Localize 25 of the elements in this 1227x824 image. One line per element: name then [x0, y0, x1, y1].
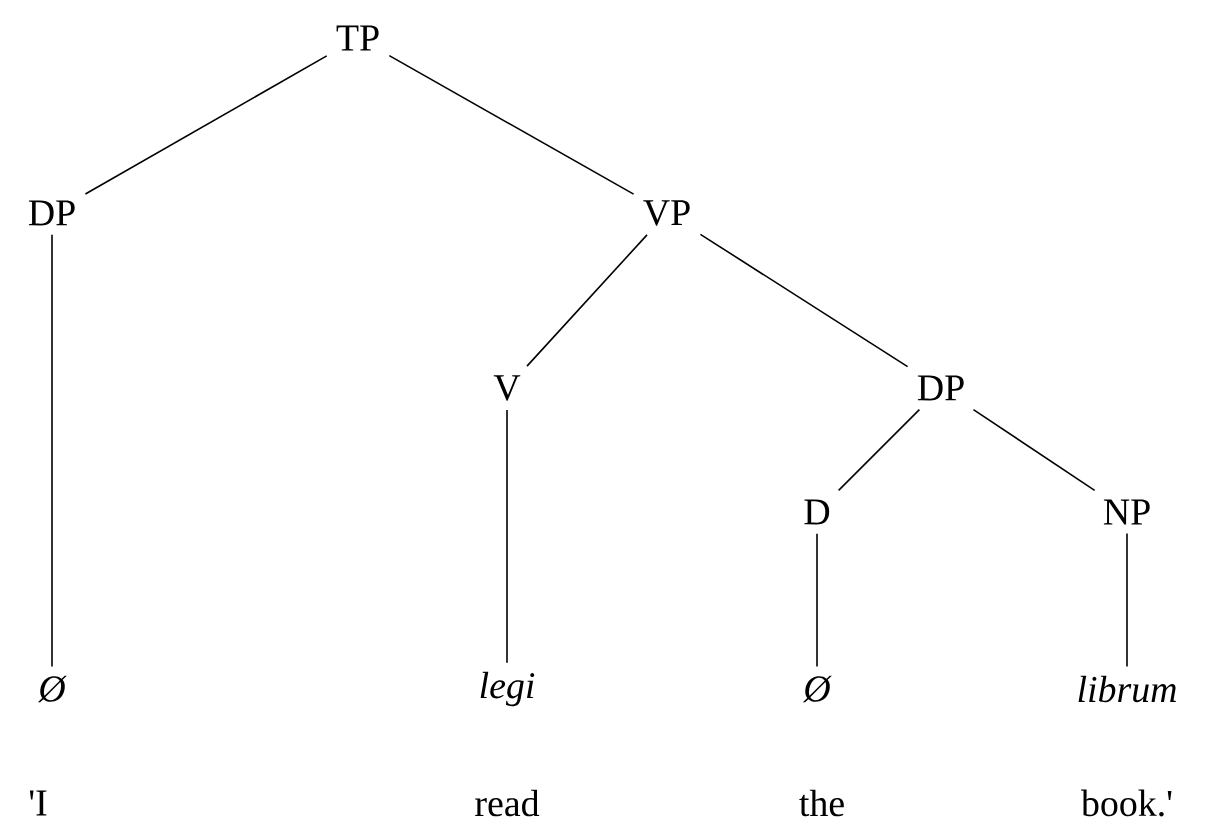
category-label: DP	[28, 200, 75, 226]
category-label: NP	[1103, 499, 1150, 525]
tree-branch	[699, 233, 909, 368]
category-label: V	[493, 375, 521, 401]
tree-branch	[837, 408, 921, 492]
tree-branch	[506, 409, 508, 664]
tree-branch	[51, 233, 53, 668]
leaf-word: Ø	[802, 675, 832, 703]
category-label: TP	[336, 25, 379, 51]
category-label: VP	[643, 200, 690, 226]
tree-branch	[1126, 532, 1128, 668]
leaf-word: legi	[480, 671, 535, 707]
tree-branch	[84, 55, 328, 195]
tree-branch	[816, 532, 818, 668]
gloss-word: the	[799, 789, 844, 817]
tree-branch	[526, 234, 648, 367]
category-label: D	[804, 499, 830, 525]
leaf-word: Ø	[37, 675, 67, 703]
gloss-word: read	[475, 789, 540, 817]
gloss-word: book.'	[1081, 789, 1172, 817]
leaf-word: librum	[1078, 675, 1176, 703]
category-label: DP	[917, 375, 964, 401]
gloss-word: 'I	[29, 790, 47, 816]
tree-branch	[972, 408, 1096, 492]
tree-branch	[388, 54, 635, 195]
